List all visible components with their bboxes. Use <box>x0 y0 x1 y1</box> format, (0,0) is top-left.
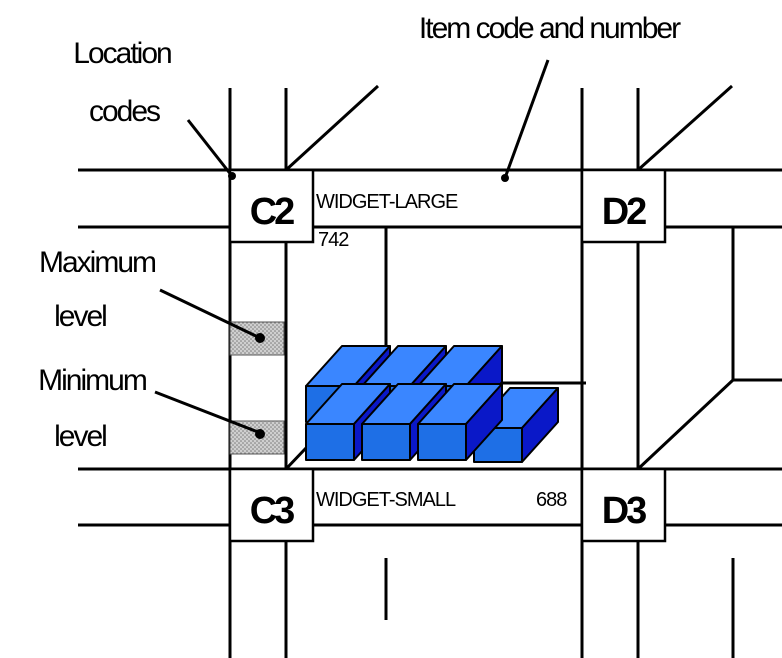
location-code-c2: C2 <box>250 191 294 233</box>
location-code-c3: C3 <box>250 490 294 532</box>
location-d2: D2 <box>580 168 667 244</box>
location-code-d2: D2 <box>602 191 646 233</box>
location-c3: C3 <box>228 467 315 543</box>
item-code-lower: WIDGET-SMALL <box>316 489 456 511</box>
item-number-lower: 688 <box>536 489 567 511</box>
stock-box <box>417 383 503 461</box>
location-code-d3: D3 <box>602 490 646 532</box>
item-number-upper: 742 <box>318 229 349 251</box>
location-d3: D3 <box>580 467 667 543</box>
callout-minimum-level-line2: level <box>54 420 106 453</box>
callout-maximum-level-line2: level <box>54 300 106 333</box>
location-c2: C2 <box>228 168 315 244</box>
minimum-level-marker-icon <box>229 420 285 455</box>
callout-minimum-level-line1: Minimum <box>38 364 147 397</box>
callout-leader-lines <box>154 59 550 434</box>
callout-item-code-and-number: Item code and number <box>419 12 681 45</box>
item-code-upper: WIDGET-LARGE <box>316 191 458 213</box>
callout-maximum-level-line1: Maximum <box>39 246 156 279</box>
callout-location-codes-line1: Location <box>73 37 171 70</box>
stock-box-stack-icon <box>305 345 559 463</box>
callout-location-codes-line2: codes <box>89 95 160 128</box>
